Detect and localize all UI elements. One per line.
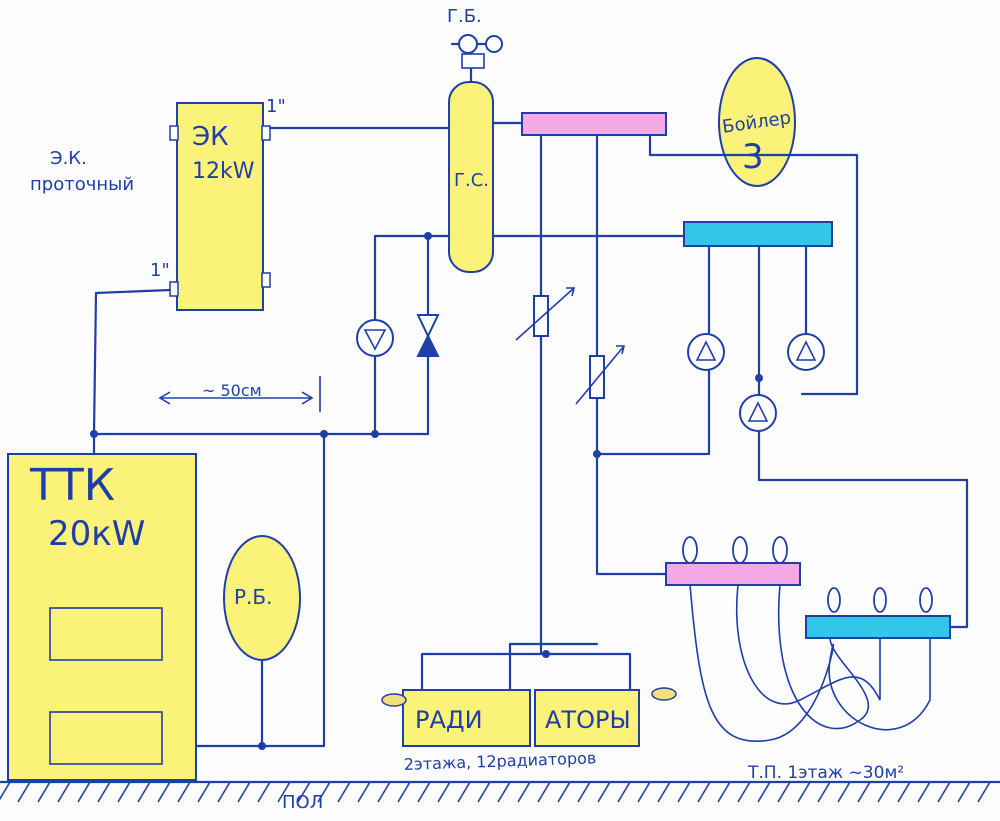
label-boiler-2: 3 — [742, 137, 764, 177]
floor-line — [0, 780, 1000, 803]
pump-icon — [356, 319, 394, 357]
label-rb: Р.Б. — [234, 585, 273, 609]
floor-valves — [682, 536, 933, 613]
distance-arrow — [158, 376, 321, 412]
return-manifold-floor — [805, 615, 951, 639]
label-distance: ~ 50см — [202, 381, 262, 400]
label-ek-title: ЭК — [192, 122, 229, 152]
label-ttk-power: 20кW — [48, 514, 145, 554]
pressure-gauge-icon — [458, 34, 478, 54]
pump-icon-3 — [787, 333, 825, 371]
label-gb: Г.Б. — [447, 6, 482, 27]
pump-icon-2 — [687, 333, 725, 371]
mixing-valve-icon — [515, 287, 576, 341]
pressure-gauge-icon-2 — [485, 35, 503, 53]
label-gs: Г.С. — [454, 170, 489, 191]
label-pipe-size-top: 1" — [266, 96, 286, 117]
label-radiator-note: 2этажа, 12радиаторов — [403, 748, 596, 774]
pump-icon-4 — [739, 394, 777, 432]
safety-group — [450, 34, 504, 69]
label-pipe-size-bottom: 1" — [150, 260, 170, 281]
mixing-valve-icon-2 — [575, 345, 626, 405]
ball-valve-icon — [416, 314, 440, 357]
label-radiator-left: РАДИ — [415, 706, 483, 734]
radiators — [381, 687, 677, 747]
label-floor: ПОЛ — [282, 792, 323, 813]
junction-nodes — [90, 232, 763, 750]
return-manifold-top — [683, 221, 833, 247]
label-floor-heating: Т.П. 1этаж ~30м² — [747, 763, 904, 783]
ek-boiler — [169, 102, 271, 311]
label-radiator-right: АТОРЫ — [545, 706, 631, 734]
label-ek-note-1: Э.К. — [50, 148, 87, 169]
label-ek-power: 12kW — [192, 159, 255, 184]
supply-manifold-top — [521, 112, 667, 136]
supply-manifold-floor — [665, 562, 801, 586]
ttk-boiler — [7, 453, 197, 781]
hydraulic-separator — [448, 66, 494, 273]
label-ek-note-2: проточный — [30, 174, 134, 195]
label-ttk-title: ТТК — [29, 460, 115, 511]
